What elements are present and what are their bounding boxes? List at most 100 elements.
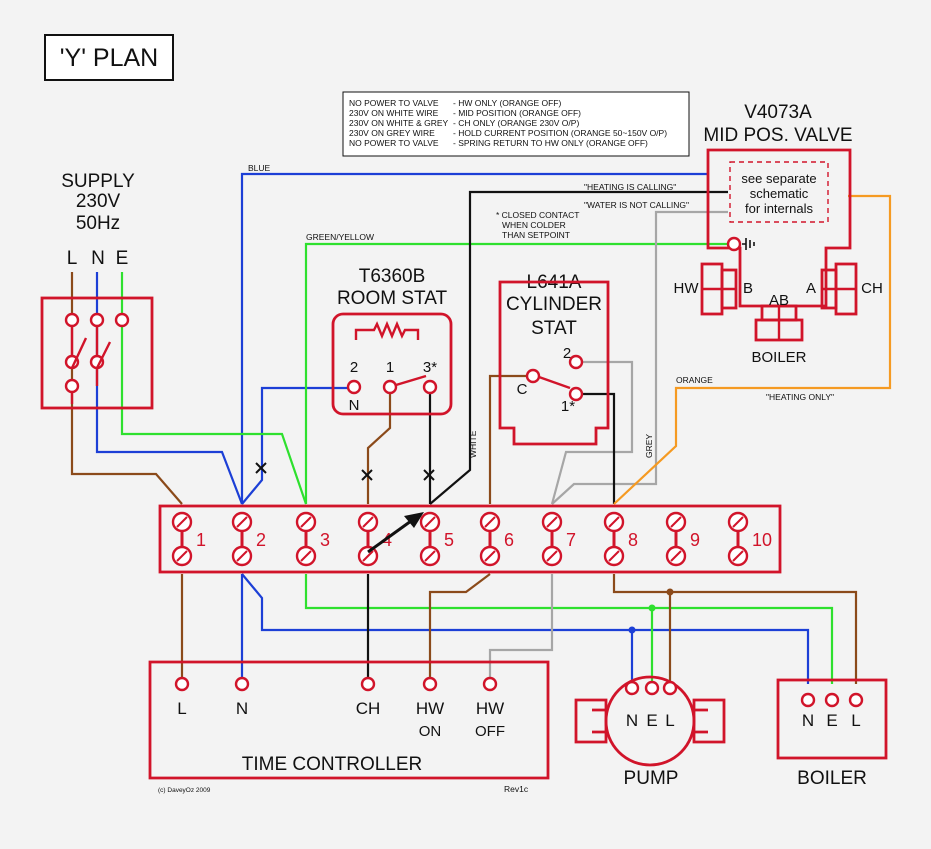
screw-slot-icon: [236, 550, 248, 562]
cylinder-stat: L641A CYLINDER STAT C 2 1*: [498, 272, 610, 446]
tc-terminal-l: [174, 676, 190, 692]
boiler-terminal-l: [848, 692, 864, 708]
screw-slot-icon: [484, 550, 496, 562]
wire-heating-calling: [429, 190, 728, 505]
terminal-number: 2: [256, 530, 266, 550]
terminal-8: 8: [603, 511, 638, 567]
cyl-stat-name-2: STAT: [531, 318, 577, 339]
isolator-terminal: [64, 312, 80, 328]
pump-terminal-n: [624, 680, 640, 696]
wire-green-yellow: [304, 242, 730, 504]
terminal-number: 10: [752, 530, 772, 550]
terminal-number: 1: [196, 530, 206, 550]
wire-supply-neutral: [95, 318, 244, 505]
valve-model: V4073A: [744, 102, 812, 123]
pump-name: PUMP: [624, 768, 679, 789]
closed-contact-note: * CLOSED CONTACT WHEN COLDER THAN SETPOI…: [496, 210, 579, 240]
supply-n-label: N: [91, 248, 105, 269]
tc-terminal-n: [234, 676, 250, 692]
screw-slot-icon: [424, 516, 436, 528]
screw-slot-icon: [670, 516, 682, 528]
wire-label-grey: GREY: [644, 434, 654, 458]
wire-labels: BLUE GREEN/YELLOW "HEATING IS CALLING" "…: [248, 163, 834, 458]
cyl-stat-term-2: 2: [563, 345, 571, 362]
valve-a-label: A: [806, 280, 816, 297]
wire-water-not-calling: [551, 210, 728, 505]
tc-l-label: L: [177, 699, 186, 718]
room-stat-term-2: 2: [350, 359, 358, 376]
supply-section: SUPPLY 230V 50Hz L N E: [40, 171, 154, 410]
wire-label-orange: ORANGE: [676, 375, 713, 385]
terminal-strip-body: [158, 504, 782, 574]
wire-blue-valve: [240, 172, 708, 504]
screw-slot-icon: [546, 550, 558, 562]
screw-slot-icon: [176, 516, 188, 528]
wire-blue-roomstat: [241, 386, 354, 505]
valve-b-label: B: [743, 280, 753, 297]
room-stat-terminal: [382, 379, 398, 395]
wires: [70, 172, 892, 684]
screw-slot-icon: [732, 516, 744, 528]
supply-l-label: L: [67, 248, 78, 269]
isolator-terminal: [114, 312, 130, 328]
tc-hw-on-label: HW: [416, 699, 444, 718]
wire-label-green-yellow: GREEN/YELLOW: [306, 232, 374, 242]
isolator-terminal: [64, 378, 80, 394]
legend-result: - CH ONLY (ORANGE 230V O/P): [453, 118, 579, 128]
boiler-l-label: L: [851, 711, 860, 730]
terminal-number: 6: [504, 530, 514, 550]
screw-slot-icon: [732, 550, 744, 562]
terminal-number: 9: [690, 530, 700, 550]
legend-box: NO POWER TO VALVE 230V ON WHITE WIRE 230…: [342, 91, 690, 157]
legend-line: 230V ON WHITE & GREY: [349, 118, 449, 128]
cut-mark-icon: [361, 469, 373, 481]
pump-flange-left: [574, 698, 608, 744]
room-stat: T6360B ROOM STAT 2 1 3* N: [331, 266, 453, 416]
pump: N E L PUMP: [574, 675, 726, 789]
pump-body: [604, 675, 696, 767]
legend-result: - MID POSITION (ORANGE OFF): [453, 108, 581, 118]
cyl-stat-c: C: [517, 381, 528, 398]
pump-terminal-l: [662, 680, 678, 696]
terminal-10: 10: [727, 511, 772, 567]
room-stat-contact: [395, 374, 427, 387]
internals-note-line: schematic: [750, 186, 809, 201]
screw-slot-icon: [362, 550, 374, 562]
wire-cylstat-c: [488, 374, 530, 504]
wire-earth-bus: [304, 574, 834, 684]
junction-dot: [648, 604, 656, 612]
cyl-stat-terminal: [568, 354, 584, 370]
internals-note-box: [729, 161, 829, 223]
wire-supply-earth: [120, 320, 308, 505]
internals-note-line: for internals: [745, 201, 813, 216]
time-controller-box: [148, 660, 550, 780]
legend-result: - HW ONLY (ORANGE OFF): [453, 98, 561, 108]
cut-mark-icon: [255, 462, 267, 474]
screw-slot-icon: [670, 550, 682, 562]
cyl-stat-name: CYLINDER: [506, 294, 602, 315]
screw-slot-icon: [484, 516, 496, 528]
valve-name: MID POS. VALVE: [703, 125, 852, 146]
room-stat-name: ROOM STAT: [337, 288, 448, 309]
terminal-3: 3: [295, 511, 330, 567]
supply-frequency: 50Hz: [76, 213, 120, 234]
tc-hw-off-label: HW: [476, 699, 504, 718]
isolator-contacts: [70, 326, 112, 404]
legend-result: - HOLD CURRENT POSITION (ORANGE 50~150V …: [453, 128, 667, 138]
boiler-e-label: E: [826, 711, 837, 730]
cut-mark-icon: [423, 469, 435, 481]
note-line: * CLOSED CONTACT: [496, 210, 579, 220]
wire-tc-hw-off: [488, 574, 554, 680]
tc-terminal-ch: [360, 676, 376, 692]
legend-line: 230V ON GREY WIRE: [349, 128, 435, 138]
legend-result: - SPRING RETURN TO HW ONLY (ORANGE OFF): [453, 138, 648, 148]
supply-e-label: E: [116, 248, 129, 269]
valve-ab-label: AB: [769, 292, 789, 309]
wire-switched-live: [612, 574, 858, 684]
tc-n-label: N: [236, 699, 248, 718]
terminal-5: 5: [419, 511, 454, 567]
room-stat-model: T6360B: [359, 266, 426, 287]
valve-hw-label: HW: [674, 280, 700, 297]
